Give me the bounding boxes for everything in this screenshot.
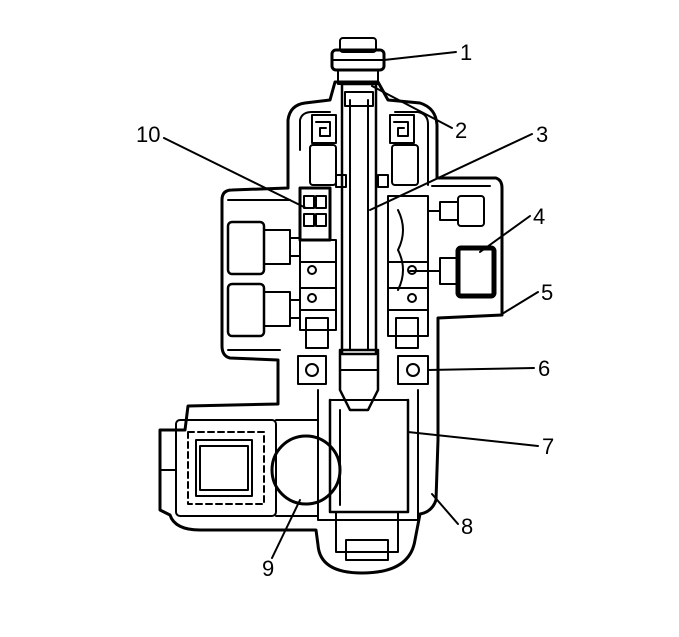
callout-2: 2	[455, 118, 467, 143]
leader-5	[501, 291, 539, 315]
callout-6: 6	[538, 356, 550, 381]
leader-2	[371, 85, 453, 129]
check-balls	[297, 355, 429, 385]
leader-3	[369, 133, 533, 211]
callout-numbers: 1 2 3 4 5 6 7 8 9 10	[136, 40, 554, 581]
main-housing	[158, 80, 504, 575]
callout-1: 1	[460, 40, 472, 65]
check-ball-left	[305, 363, 319, 377]
upper-coils	[309, 114, 419, 188]
leader-6	[427, 367, 535, 371]
inner-liner	[299, 111, 429, 186]
leader-9	[271, 499, 301, 559]
callout-5: 5	[541, 280, 553, 305]
callout-4: 4	[533, 204, 545, 229]
callout-8: 8	[461, 514, 473, 539]
callout-10: 10	[136, 122, 160, 147]
check-ball-right	[406, 363, 420, 377]
callout-9: 9	[262, 556, 274, 581]
body-step-line	[227, 185, 491, 351]
leader-10	[163, 137, 307, 209]
leader-4	[479, 215, 531, 253]
solenoid-stack	[298, 186, 429, 349]
callout-3: 3	[536, 122, 548, 147]
leader-7	[407, 431, 539, 447]
ball-9	[270, 434, 342, 506]
right-fittings	[409, 195, 497, 299]
leader-1	[383, 51, 457, 61]
housing-outline	[158, 80, 504, 575]
left-plugs	[226, 220, 301, 338]
lower-bore	[317, 389, 419, 561]
valve-head	[338, 348, 380, 412]
top-cap	[330, 37, 386, 85]
leader-8	[431, 493, 459, 525]
central-shaft	[338, 82, 380, 412]
leader-lines	[163, 51, 539, 559]
lower-left-block	[159, 419, 342, 517]
callout-7: 7	[542, 434, 554, 459]
